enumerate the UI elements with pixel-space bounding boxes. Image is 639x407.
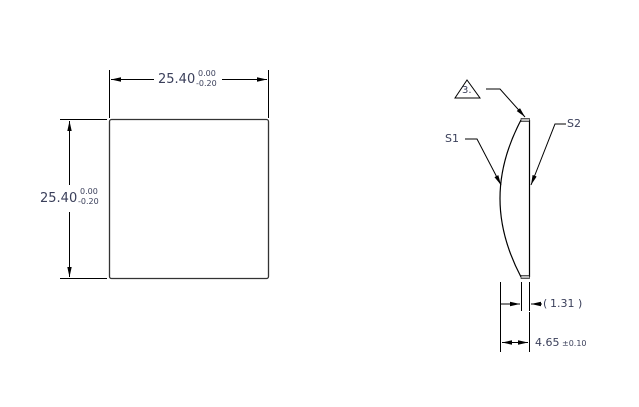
edge-thickness-open-paren: ( [543, 297, 548, 310]
edge-thickness-value: 1.31 [550, 297, 575, 310]
edge-thickness-close-paren: ) [578, 297, 583, 310]
width-dimension [109, 70, 269, 118]
edge-thickness-dimension [500, 282, 542, 311]
note-leader [486, 88, 526, 118]
top-chamfer [520, 118, 530, 122]
height-dim-nominal: 25.40 [38, 191, 80, 206]
height-dimension [60, 119, 107, 279]
surface-label-s1: S1 [445, 132, 459, 145]
s1-leader [465, 138, 502, 186]
s2-leader [530, 123, 566, 186]
bottom-chamfer [520, 275, 530, 279]
note-flag-triangle [454, 79, 481, 99]
center-thickness-tolerance: ±0.10 [562, 339, 587, 348]
height-dim-tol-lower: -0.20 [78, 197, 99, 206]
width-dim-nominal: 25.40 [158, 72, 196, 87]
note-flag-number: 3. [462, 85, 472, 96]
width-dim-tol-upper: 0.00 [198, 69, 216, 78]
surface-label-s2: S2 [567, 117, 581, 130]
center-thickness-dimension [500, 282, 530, 352]
height-dim-tol-upper: 0.00 [80, 187, 98, 196]
side-view-lens [499, 119, 531, 278]
width-dim-tol-lower: -0.20 [196, 79, 217, 88]
front-view-outline [108, 118, 270, 280]
center-thickness-nominal: 4.65 [535, 336, 560, 349]
